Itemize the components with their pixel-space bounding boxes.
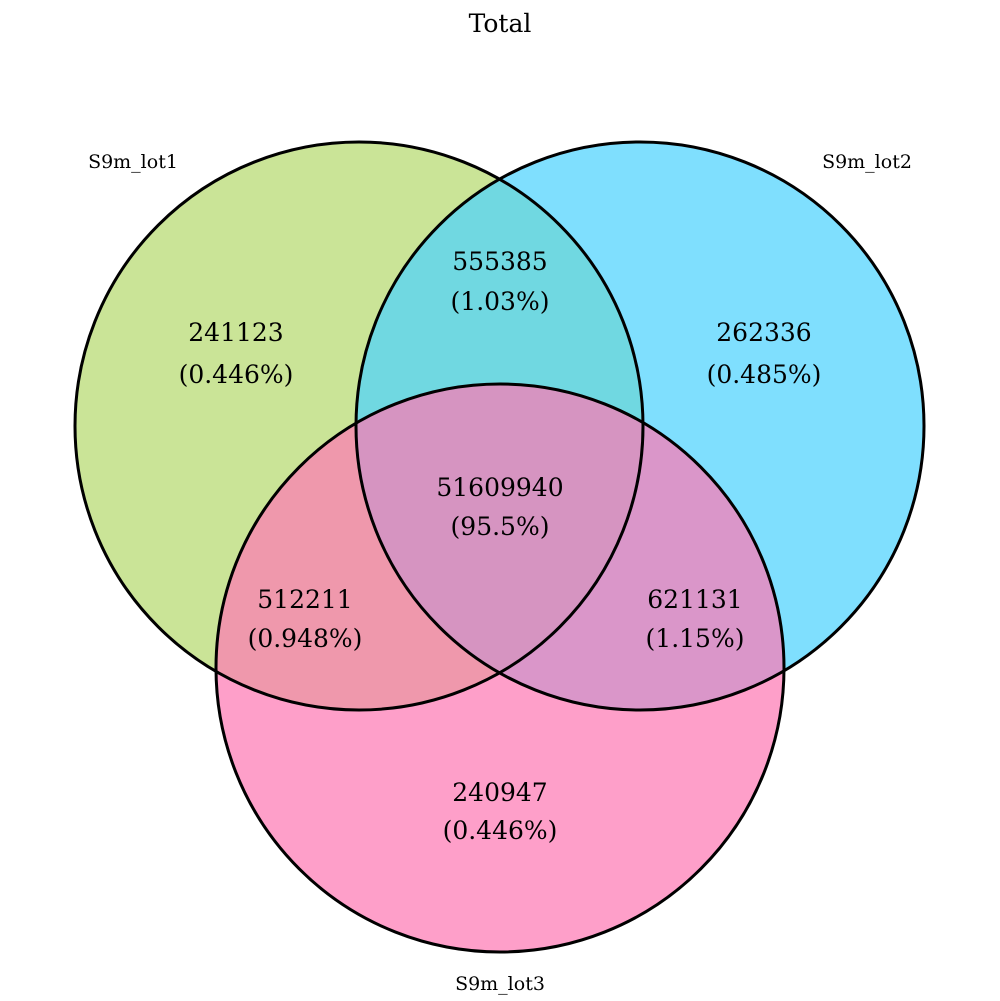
set-circle-outlines (73, 140, 926, 954)
region-count: 262336 (716, 318, 811, 347)
region-percent: (0.485%) (707, 360, 822, 389)
region-percent: (95.5%) (451, 512, 550, 541)
region-label-lot1-lot3: 512211 (0.948%) (248, 585, 363, 653)
region-label-all-three: 51609940 (95.5%) (436, 473, 563, 541)
set-label-s9m-lot1: S9m_lot1 (88, 151, 178, 173)
region-percent: (1.03%) (451, 287, 550, 316)
set-circles (75, 142, 924, 952)
diagram-title: Total (469, 9, 532, 38)
set-circle-s9m-lot3 (216, 384, 784, 952)
set-label-s9m-lot3: S9m_lot3 (455, 973, 545, 995)
region-percent: (0.446%) (443, 816, 558, 845)
set-label-s9m-lot2: S9m_lot2 (822, 151, 912, 173)
region-percent: (0.446%) (179, 360, 294, 389)
set-circle-outline-s9m-lot3 (214, 382, 786, 954)
region-label-lot1-only: 241123 (0.446%) (179, 318, 294, 389)
region-label-lot2-only: 262336 (0.485%) (707, 318, 822, 389)
region-label-lot3-only: 240947 (0.446%) (443, 778, 558, 845)
region-count: 241123 (188, 318, 283, 347)
region-percent: (0.948%) (248, 624, 363, 653)
region-count: 555385 (452, 247, 547, 276)
region-count: 51609940 (436, 473, 563, 502)
region-count: 240947 (452, 778, 547, 807)
region-label-lot2-lot3: 621131 (1.15%) (646, 585, 745, 653)
region-count: 621131 (647, 585, 742, 614)
region-percent: (1.15%) (646, 624, 745, 653)
set-circle-outline-s9m-lot1 (73, 140, 645, 712)
region-label-lot1-lot2: 555385 (1.03%) (451, 247, 550, 316)
set-circle-outline-s9m-lot2 (354, 140, 926, 712)
region-count: 512211 (257, 585, 352, 614)
